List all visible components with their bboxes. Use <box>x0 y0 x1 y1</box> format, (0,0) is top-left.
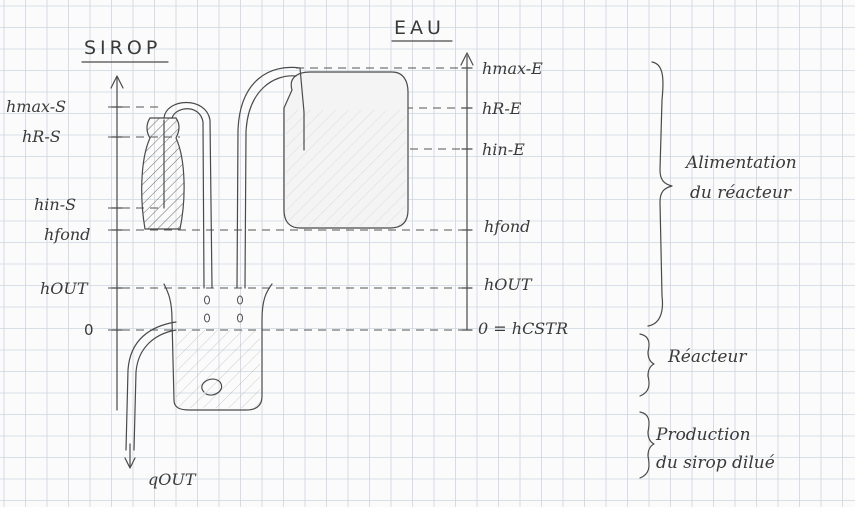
section-alimentation-line2: du réacteur <box>690 183 792 203</box>
label-hin-s: hin-S <box>34 195 76 214</box>
label-zero-hcstr: 0 = hCSTR <box>478 319 568 338</box>
section-alimentation-line1: Alimentation <box>684 153 797 173</box>
label-zero-left: 0 <box>84 321 94 339</box>
label-hr-s: hR-S <box>22 127 61 146</box>
section-production-line1: Production <box>655 425 751 445</box>
label-hout-left: hOUT <box>40 279 89 298</box>
water-drop <box>238 296 243 304</box>
brace-production <box>640 412 654 478</box>
syrup-bottle <box>142 118 184 229</box>
syrup-drop-2 <box>205 314 210 322</box>
eau-heading: EAU <box>394 17 445 39</box>
label-qout: qOUT <box>148 470 197 489</box>
label-hin-e: hin-E <box>482 140 525 159</box>
brace-reacteur <box>640 334 654 396</box>
section-reacteur: Réacteur <box>667 347 747 367</box>
label-hmax-s: hmax-S <box>6 97 66 116</box>
label-hfond-left: hfond <box>44 225 90 244</box>
sirop-heading: SIROP <box>84 37 161 59</box>
label-hr-e: hR-E <box>482 99 522 118</box>
label-hout-right: hOUT <box>484 275 533 294</box>
label-hfond-right: hfond <box>484 217 530 236</box>
water-drop-2 <box>238 314 243 322</box>
outlet-tube-inner <box>134 330 176 450</box>
syrup-drop <box>205 296 210 304</box>
brace-alimentation <box>648 62 672 326</box>
reactor-liquid <box>176 330 260 408</box>
section-production-line2: du sirop dilué <box>656 453 775 473</box>
label-hmax-e: hmax-E <box>482 59 543 78</box>
